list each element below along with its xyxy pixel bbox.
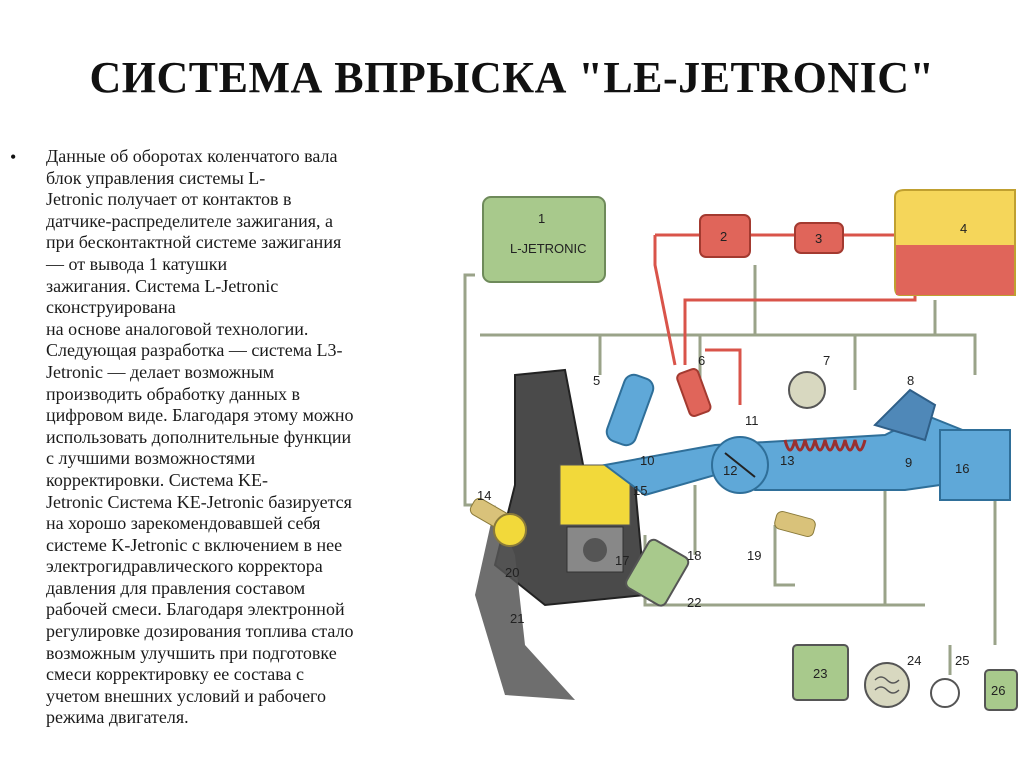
fuel-tank: 4: [894, 189, 1016, 296]
label-25: 25: [955, 653, 969, 668]
slide-title: СИСТЕМА ВПРЫСКА "LE-JETRONIC": [89, 53, 935, 102]
label-8: 8: [907, 373, 914, 388]
relay-24: [864, 662, 910, 708]
label-10: 10: [640, 453, 654, 468]
label-18: 18: [687, 548, 701, 563]
label-16: 16: [955, 461, 969, 476]
injector-6: [676, 368, 712, 418]
injector-5: 5: [593, 373, 655, 447]
bullet-marker: •: [10, 147, 17, 167]
sensor-14: [469, 497, 527, 547]
label-6: 6: [698, 353, 705, 368]
label-24: 24: [907, 653, 921, 668]
label-12: 12: [723, 463, 737, 478]
ignition-switch-25: [930, 678, 960, 708]
ecu-number: 1: [538, 211, 545, 226]
label-19: 19: [747, 548, 761, 563]
fuel-pump: 2: [699, 214, 751, 258]
air-flow-sensor-8: [873, 388, 937, 442]
distributor-17: [625, 538, 690, 607]
fuel-lines: [653, 233, 917, 405]
fuel-tank-number: 4: [960, 221, 967, 236]
component-numbers: 6 7 8 9 10 11 12 13 14 15 16 17 18 19 20…: [477, 353, 1005, 698]
label-9: 9: [905, 455, 912, 470]
connector-26: [984, 669, 1018, 711]
intake-manifold: [602, 413, 1011, 501]
ecu-box: 1 L-JETRONIC: [482, 196, 606, 283]
fuel-filter-number: 3: [815, 231, 822, 246]
label-15: 15: [633, 483, 647, 498]
label-26: 26: [991, 683, 1005, 698]
label-13: 13: [780, 453, 794, 468]
le-jetronic-diagram: 1 L-JETRONIC 2 3 4 5: [463, 189, 1018, 711]
battery-number: 23: [813, 666, 827, 681]
label-22: 22: [687, 595, 701, 610]
body-text: Данные об оборотах коленчатого вала блок…: [46, 146, 354, 728]
label-21: 21: [510, 611, 524, 626]
ecu-label: L-JETRONIC: [510, 241, 587, 256]
label-20: 20: [505, 565, 519, 580]
label-7: 7: [823, 353, 830, 368]
battery-23: 23: [792, 644, 849, 701]
injector-5-number: 5: [593, 373, 600, 388]
fuel-pump-number: 2: [720, 229, 727, 244]
fuel-filter: 3: [794, 222, 844, 254]
throttle-switch-7: [788, 371, 826, 409]
label-14: 14: [477, 488, 491, 503]
valve-19: [774, 510, 816, 538]
label-11: 11: [745, 413, 759, 428]
label-17: 17: [615, 553, 629, 568]
